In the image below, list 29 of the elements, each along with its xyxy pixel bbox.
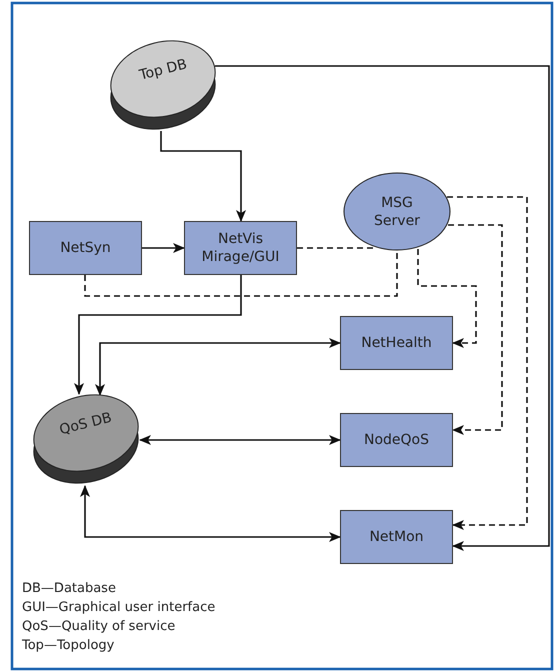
node-label: MSG Server [373,194,421,230]
connector-line [297,247,374,249]
arrow [417,249,477,348]
arrow [142,243,185,253]
node-label: Top DB [137,55,189,85]
node-label: QoS DB [58,408,114,440]
connector-line [84,251,398,297]
arrow [160,131,246,222]
arrow [448,224,503,435]
process-box [340,316,453,370]
process-box [29,221,142,275]
process-box [340,413,453,467]
abbreviation-note: GUI—Graphical user interface [22,599,216,616]
node-label: NetHealth [361,334,432,352]
process-box [340,510,453,564]
arrow [80,485,341,542]
arrow [74,275,242,395]
abbreviation-note: Top—Topology [22,637,114,654]
process-box [184,221,297,275]
abbreviation-note: DB—Database [22,580,116,597]
abbreviation-note: QoS—Quality of service [22,618,176,635]
node-label: NodeQoS [364,431,429,449]
arrow [215,65,550,551]
node-label: NetVis Mirage/GUI [200,230,280,266]
arrow [447,196,528,530]
arrow [139,435,341,445]
node-label: NetMon [369,528,424,546]
node-label: NetSyn [60,239,111,257]
arrow [95,338,341,396]
